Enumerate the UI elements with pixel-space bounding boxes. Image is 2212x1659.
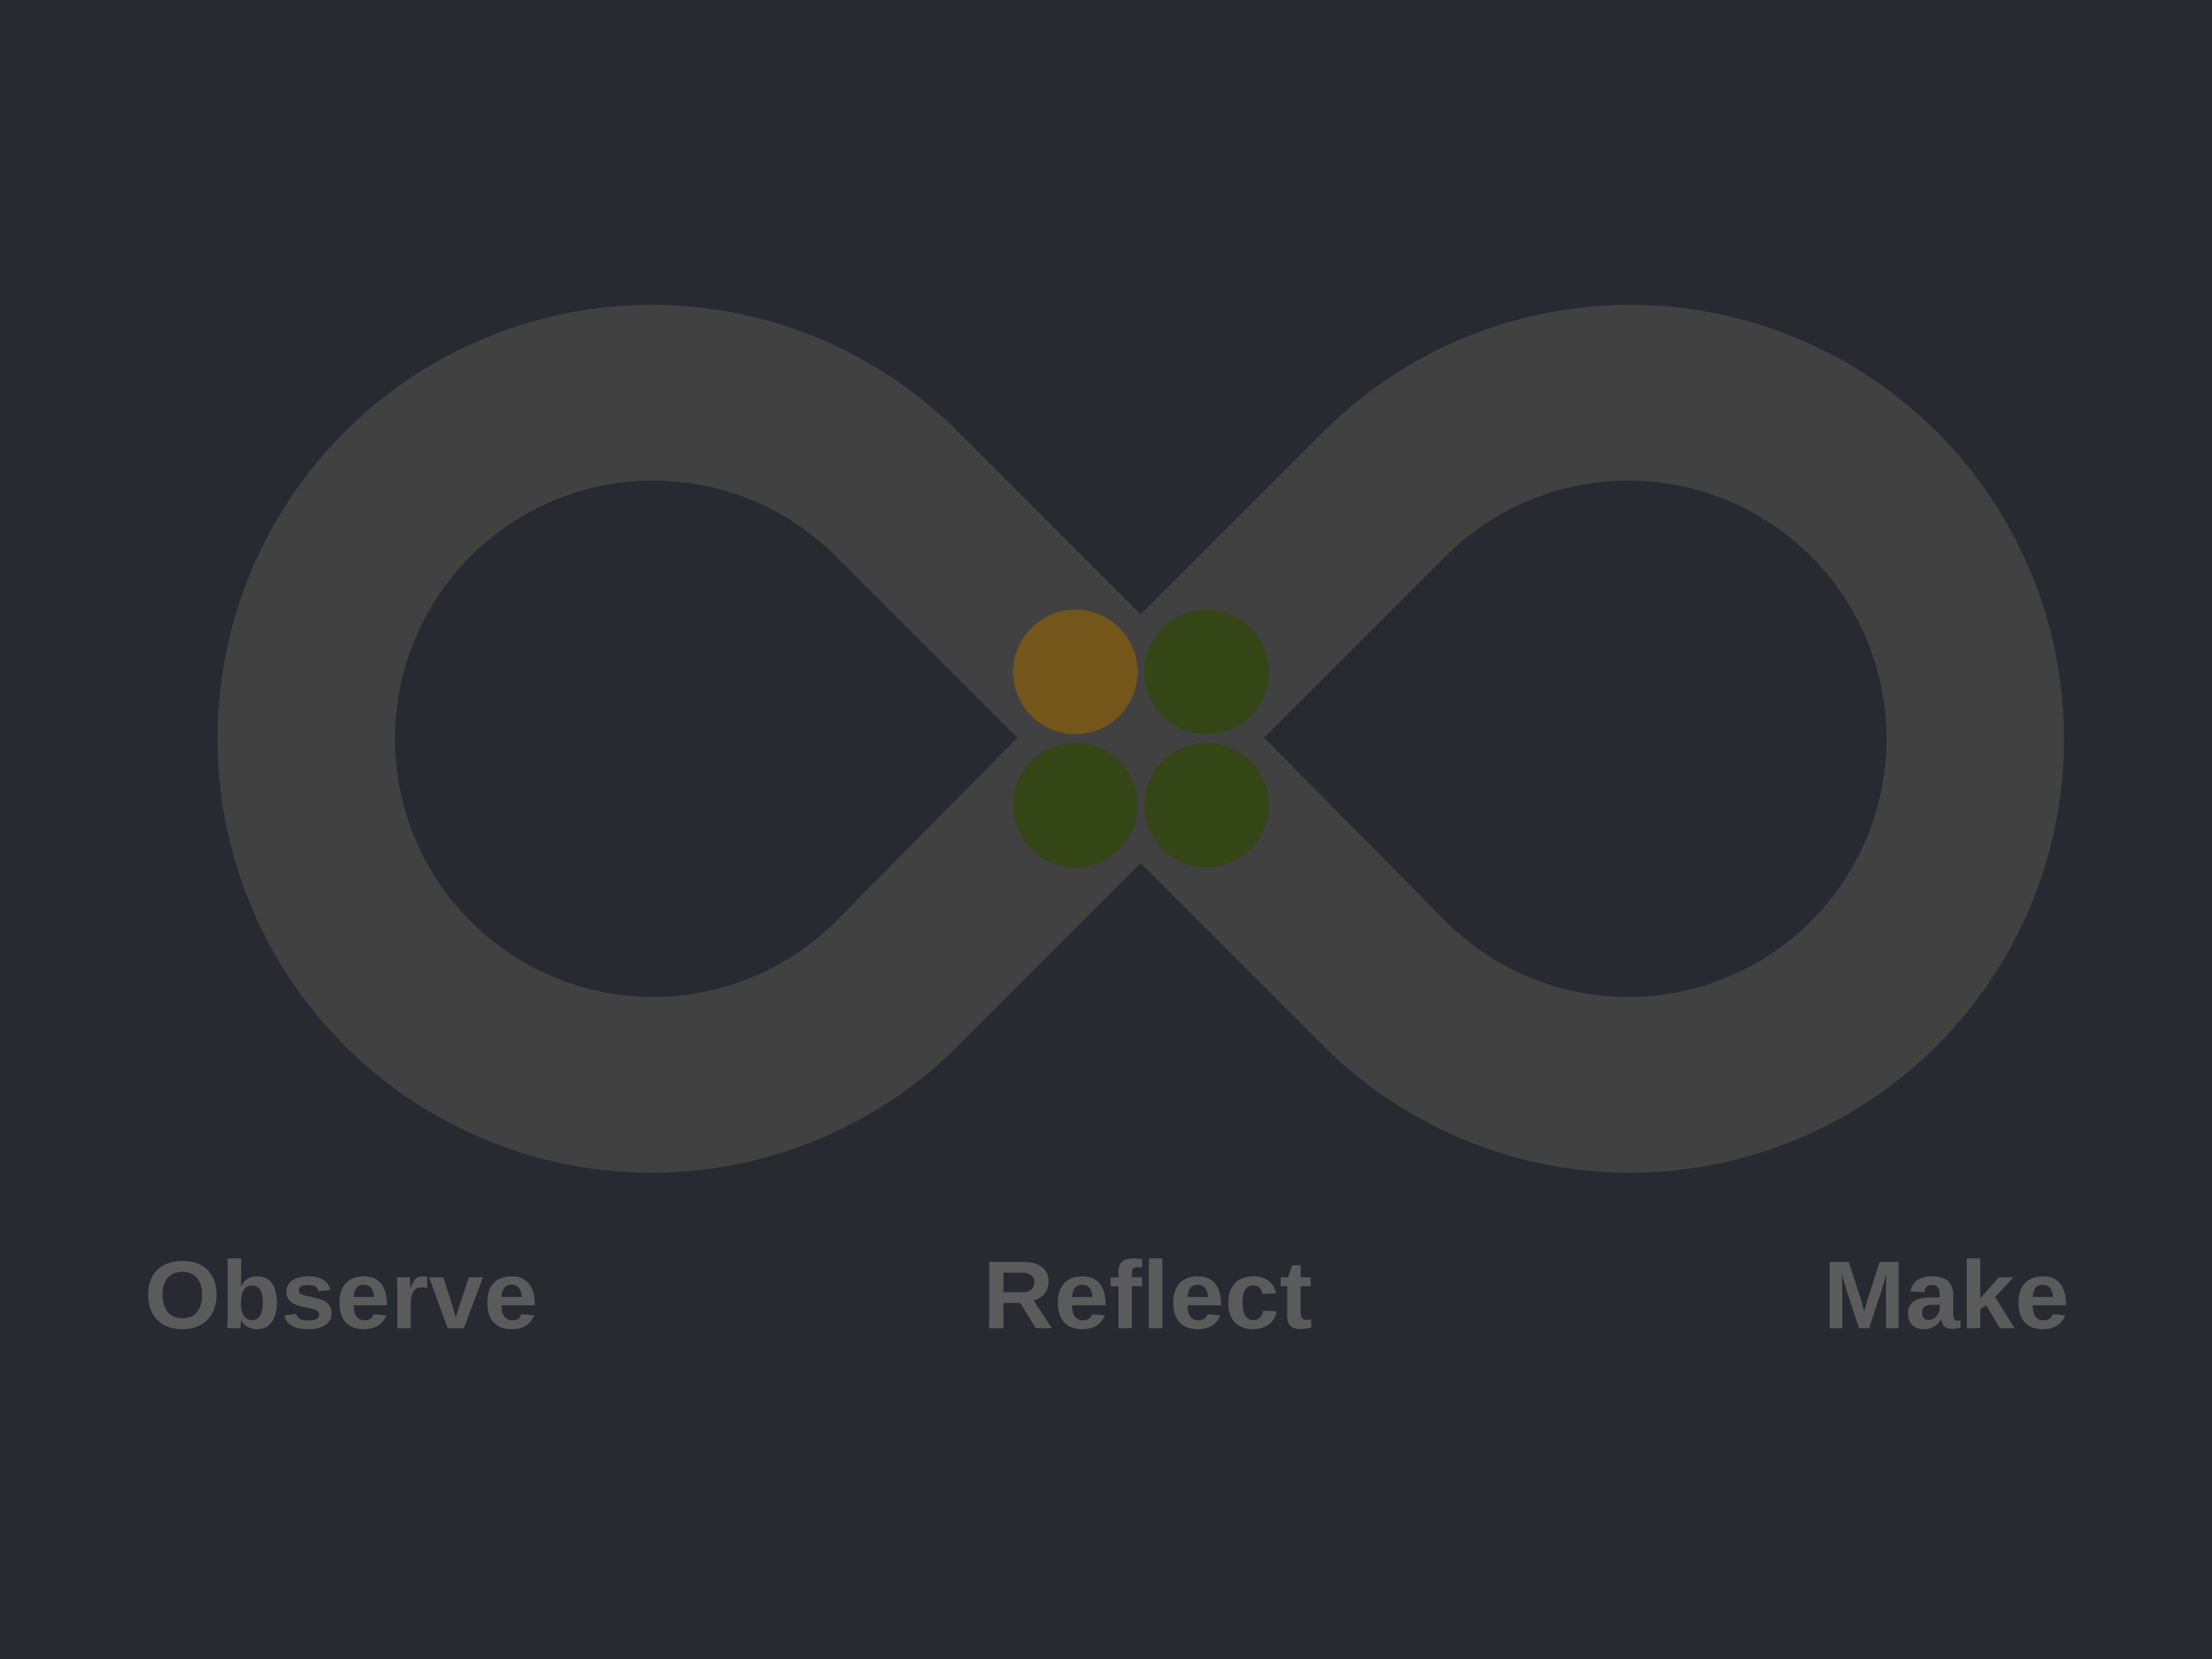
stage-label-make: Make [1823, 1242, 2069, 1349]
infinity-loop-shape [217, 304, 2064, 1173]
center-dots-group [1013, 610, 1269, 867]
stage-label-reflect: Reflect [983, 1242, 1312, 1349]
center-dot-top-left [1013, 610, 1138, 734]
center-dot-bottom-left [1013, 743, 1138, 867]
stage-label-observe: Observe [144, 1242, 538, 1349]
center-dot-top-right [1144, 610, 1269, 734]
center-dot-bottom-right [1144, 743, 1269, 867]
